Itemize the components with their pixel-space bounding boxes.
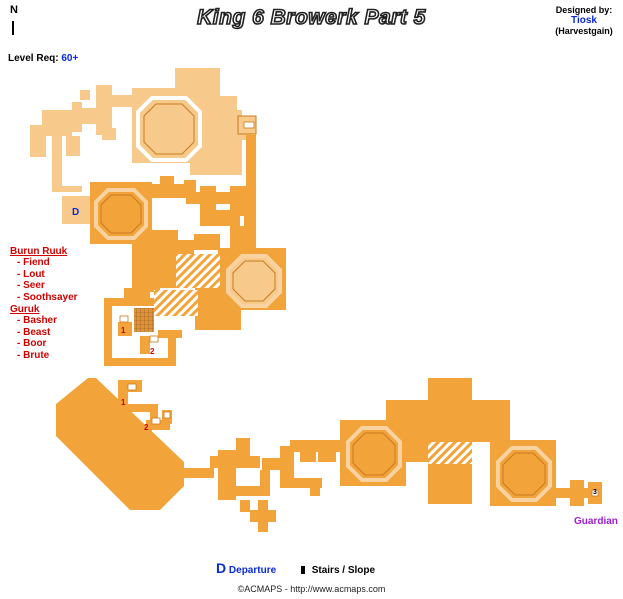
octagon-room-middle (226, 254, 282, 308)
legend-heading: Burun Ruuk (10, 246, 68, 257)
upper-octagon-room (136, 96, 202, 162)
stairs-corridor-upper (237, 115, 257, 190)
stairs-grid (134, 308, 154, 332)
octagon-room-upper-left (94, 188, 148, 240)
level-req-label: Level Req: (8, 53, 59, 64)
guardian-label: Guardian (574, 516, 618, 527)
legend-item: - Lout (17, 268, 45, 280)
legend-group-burun: Burun Ruuk - Fiend - Lout - Seer - Sooth… (10, 246, 78, 303)
designer-name: Tiosk (571, 15, 597, 26)
departure-key-symbol: D (216, 560, 227, 576)
stairs-label: 2 (144, 423, 149, 432)
stairs-label: 3 (593, 489, 597, 496)
legend-group-guruk: Guruk - Basher - Beast - Boor - Brute (10, 304, 78, 361)
compass-north-label: N (10, 4, 18, 16)
legend-item: - Seer (17, 280, 45, 291)
stairs-label: 2 (150, 347, 155, 356)
stairs-label: 1 (121, 326, 126, 335)
legend-item: - Beast (17, 326, 51, 338)
octagon-room-lower-right (496, 446, 552, 502)
stair-markers (119, 315, 599, 497)
designer-credit: Designed by: Tiosk (Harvestgain) (548, 5, 620, 36)
legend-heading: Guruk (10, 304, 40, 315)
designer-realm: (Harvestgain) (555, 26, 613, 36)
legend-item: - Boor (17, 338, 47, 349)
legend-item: - Soothsayer (17, 291, 78, 303)
departure-key-label: Departure (228, 565, 277, 576)
departure-box (68, 205, 82, 219)
departure-marker: D (72, 207, 80, 218)
legend-item: - Basher (17, 315, 58, 326)
level-requirement: Level Req: 60+ (8, 53, 78, 64)
level-req-value: 60+ (61, 53, 79, 64)
map-key: D Departure Stairs / Slope (216, 560, 375, 576)
slope-areas (154, 254, 472, 464)
footer-credit: ©ACMAPS - http://www.acmaps.com (237, 584, 386, 594)
octagon-room-lower-middle (346, 426, 402, 482)
legend-item: - Fiend (17, 257, 50, 268)
map-title: King 6 Browerk Part 5 (196, 5, 426, 30)
designer-label: Designed by: (555, 5, 613, 15)
stairs-key-icon (300, 566, 305, 575)
compass-arrow (12, 21, 14, 35)
legend-item: - Brute (17, 349, 50, 361)
monster-legend: Burun Ruuk - Fiend - Lout - Seer - Sooth… (10, 246, 78, 361)
stairs-label: 1 (121, 398, 126, 407)
stairs-key-label: Stairs / Slope (311, 565, 376, 576)
